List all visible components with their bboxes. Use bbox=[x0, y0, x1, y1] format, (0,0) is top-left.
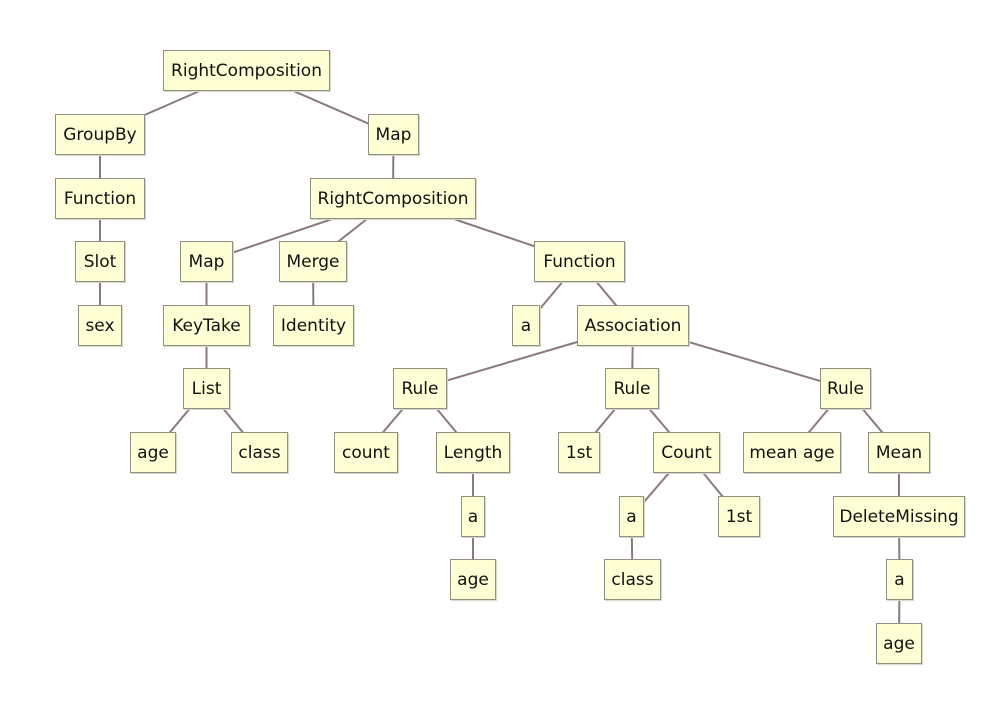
tree-node: a bbox=[461, 496, 485, 537]
tree-node: age bbox=[876, 623, 922, 664]
tree-node: Merge bbox=[279, 241, 347, 282]
tree-node: KeyTake bbox=[163, 305, 250, 346]
tree-node: Map bbox=[368, 114, 419, 155]
tree-node: count bbox=[334, 432, 398, 473]
tree-node: a bbox=[512, 305, 540, 346]
tree-node: Slot bbox=[75, 241, 125, 282]
tree-node: 1st bbox=[558, 432, 600, 473]
tree-node: sex bbox=[78, 305, 122, 346]
tree-node: Function bbox=[534, 241, 625, 282]
tree-node: Rule bbox=[605, 368, 659, 409]
tree-node: Count bbox=[653, 432, 720, 473]
tree-node: RightComposition bbox=[310, 178, 476, 219]
tree-node: DeleteMissing bbox=[833, 496, 965, 537]
tree-node: Identity bbox=[273, 305, 354, 346]
tree-node: 1st bbox=[718, 496, 760, 537]
tree-node: Mean bbox=[868, 432, 930, 473]
tree-node: Rule bbox=[820, 368, 871, 409]
tree-node: Map bbox=[180, 241, 233, 282]
tree-node: age bbox=[130, 432, 176, 473]
tree-node: class bbox=[231, 432, 288, 473]
tree-node: Length bbox=[436, 432, 510, 473]
tree-node: a bbox=[619, 496, 644, 537]
tree-node: age bbox=[450, 559, 496, 600]
tree-node: a bbox=[886, 559, 913, 600]
tree-node: Function bbox=[55, 178, 145, 219]
tree-node: GroupBy bbox=[55, 114, 145, 155]
tree-node: class bbox=[604, 559, 661, 600]
tree-node: RightComposition bbox=[163, 50, 330, 91]
tree-node: mean age bbox=[743, 432, 841, 473]
tree-node: List bbox=[183, 368, 230, 409]
tree-node: Rule bbox=[393, 368, 447, 409]
tree-node: Association bbox=[577, 305, 689, 346]
